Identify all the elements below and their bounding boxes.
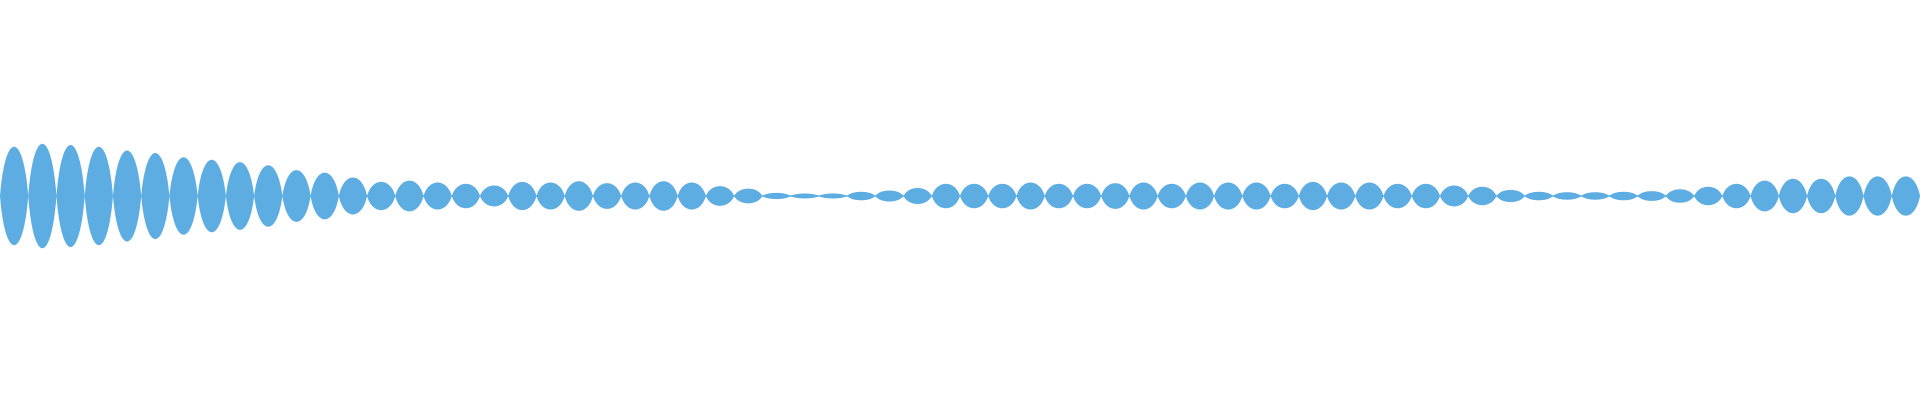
waveform-lobes (0, 143, 1920, 249)
